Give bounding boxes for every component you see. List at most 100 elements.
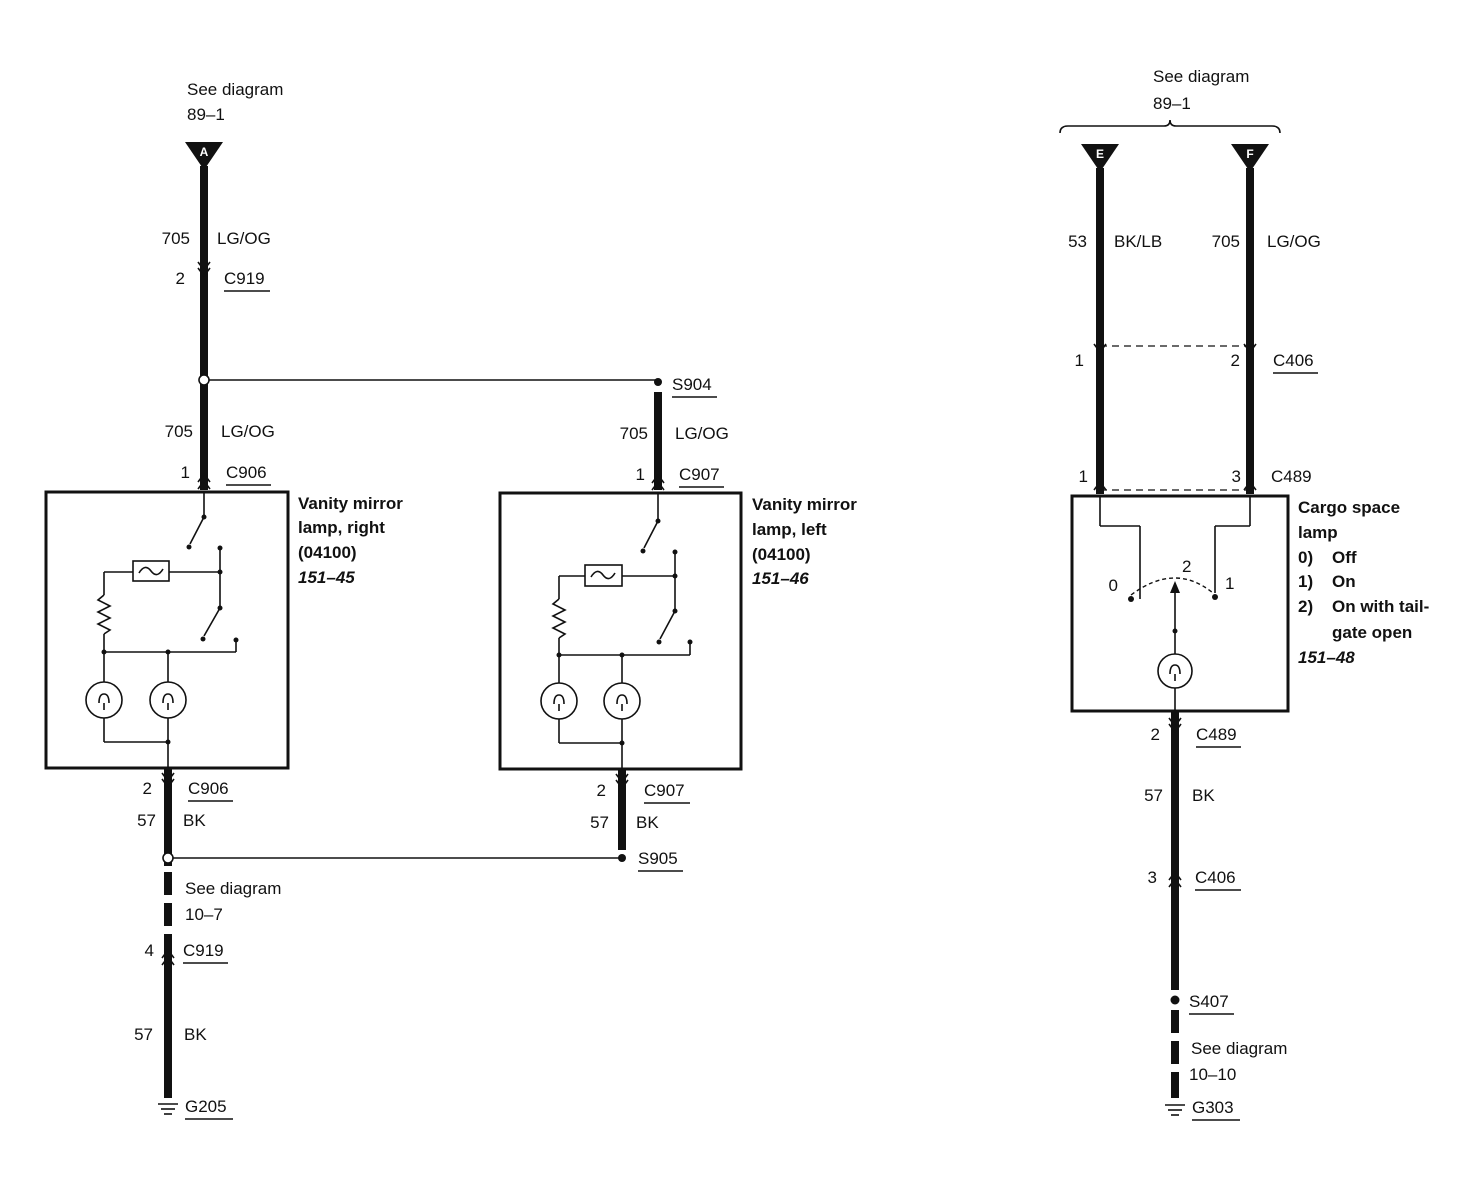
middle-circuit: S904 705 LG/OG 1 C907 [498,375,857,872]
connector-c406-bot-symbol [1168,870,1182,888]
wire-mid-1-circuit: 705 [620,424,648,443]
left-circuit: See diagram 89–1 A 705 LG/OG 2 C919 705 … [44,80,658,1120]
cargo-option-0-num: 0) [1298,548,1313,567]
connector-f-triangle [1231,144,1269,172]
vanity-mirror-lamp-right-internal [85,492,239,768]
connector-c489-top-symbol [1093,480,1257,491]
connector-c907-bot-symbol [615,773,629,790]
cargo-lamp-ref: 151–48 [1298,648,1355,667]
c406-bot-pin: 3 [1148,868,1157,887]
vanity-right-label-2: lamp, right [298,518,385,537]
c906-top-name: C906 [226,463,267,482]
c907-bot-pin: 2 [597,781,606,800]
switch-pos-0: 0 [1109,576,1118,595]
wire-left-1-circuit: 705 [162,229,190,248]
vanity-mirror-lamp-left-internal [540,493,693,769]
cargo-lamp-label-2: lamp [1298,523,1338,542]
vanity-right-ref: 151–45 [298,568,355,587]
ref-bottom-left-label: See diagram [185,879,281,898]
wire-e-circuit: 53 [1068,232,1087,251]
vanity-left-label-3: (04100) [752,545,811,564]
connector-c406-top-symbol [1093,343,1257,354]
wire-e-color: BK/LB [1114,232,1162,251]
connector-c906-bot-symbol [161,772,175,789]
cargo-option-1-text: On [1332,572,1356,591]
ref-top-left-number: 89–1 [187,105,225,124]
c406-top-pin-e: 1 [1075,351,1084,370]
wire-right-lower-color: BK [1192,786,1215,805]
c907-top-pin: 1 [636,465,645,484]
wire-right-lower-circuit: 57 [1144,786,1163,805]
connector-c919-top-symbol [197,261,211,278]
cargo-option-2-text: On with tail- [1332,597,1429,616]
cargo-option-0-text: Off [1332,548,1357,567]
vanity-mirror-lamp-left-box [498,491,743,771]
wire-left-3-circuit: 57 [137,811,156,830]
switch-pos-1: 1 [1225,574,1234,593]
ground-g303-label: G303 [1192,1098,1234,1117]
splice-s407-label: S407 [1189,992,1229,1011]
connector-a-label: A [200,145,209,159]
vanity-left-label-1: Vanity mirror [752,495,857,514]
connector-c907-top-symbol [651,473,665,491]
wire-f-color: LG/OG [1267,232,1321,251]
wire-left-4-circuit: 57 [134,1025,153,1044]
vanity-left-ref: 151–46 [752,569,809,588]
cargo-space-lamp-box [1070,494,1290,713]
vanity-left-label-2: lamp, left [752,520,827,539]
splice-node-left-bot [162,852,174,864]
ground-g303-icon [1165,1104,1185,1116]
switch-pos-2: 2 [1182,557,1191,576]
cargo-lamp-label-1: Cargo space [1298,498,1400,517]
ground-g205-icon [158,1103,178,1115]
vanity-mirror-lamp-right-box [44,490,290,770]
wire-f-circuit: 705 [1212,232,1240,251]
ref-bottom-right-label: See diagram [1191,1039,1287,1058]
c406-bot-name: C406 [1195,868,1236,887]
connector-e-triangle [1081,144,1119,172]
ref-top-right-label: See diagram [1153,67,1249,86]
c907-bot-name: C907 [644,781,685,800]
ground-g205-label: G205 [185,1097,227,1116]
splice-node-left-top [198,374,210,386]
splice-s905-label: S905 [638,849,678,868]
wire-left-4-color: BK [184,1025,207,1044]
wire-mid-2-color: BK [636,813,659,832]
c919-top-name: C919 [224,269,265,288]
splice-s407-dot [1170,995,1180,1005]
reference-brace [1059,119,1281,134]
cargo-option-1-num: 1) [1298,572,1313,591]
ref-top-right-number: 89–1 [1153,94,1191,113]
c406-top-name: C406 [1273,351,1314,370]
c906-bot-name: C906 [188,779,229,798]
wire-mid-1-color: LG/OG [675,424,729,443]
c489-bot-pin: 2 [1151,725,1160,744]
c906-top-pin: 1 [181,463,190,482]
ref-bottom-right-number: 10–10 [1189,1065,1236,1084]
c919-top-pin: 2 [176,269,185,288]
splice-s904-dot [654,378,662,386]
c489-top-name: C489 [1271,467,1312,486]
c906-bot-pin: 2 [143,779,152,798]
connector-e-label: E [1096,147,1104,161]
wire-left-2-circuit: 705 [165,422,193,441]
wire-left-2-color: LG/OG [221,422,275,441]
c406-top-pin-f: 2 [1231,351,1240,370]
splice-s904-label: S904 [672,375,712,394]
cargo-space-lamp-internal [1099,496,1251,711]
connector-c489-bot-symbol [1168,717,1182,734]
c489-bot-name: C489 [1196,725,1237,744]
wire-left-1-color: LG/OG [217,229,271,248]
wire-left-3-color: BK [183,811,206,830]
cargo-option-2-num: 2) [1298,597,1313,616]
splice-s905-dot [618,854,626,862]
connector-a-triangle [185,142,223,170]
c919-bot-pin: 4 [145,941,154,960]
c919-bot-name: C919 [183,941,224,960]
c907-top-name: C907 [679,465,720,484]
vanity-right-label-3: (04100) [298,543,357,562]
right-circuit: See diagram 89–1 E F 53 BK/LB 705 LG/OG … [1059,67,1429,1121]
connector-f-label: F [1246,147,1253,161]
c489-top-pin-f: 3 [1232,467,1241,486]
